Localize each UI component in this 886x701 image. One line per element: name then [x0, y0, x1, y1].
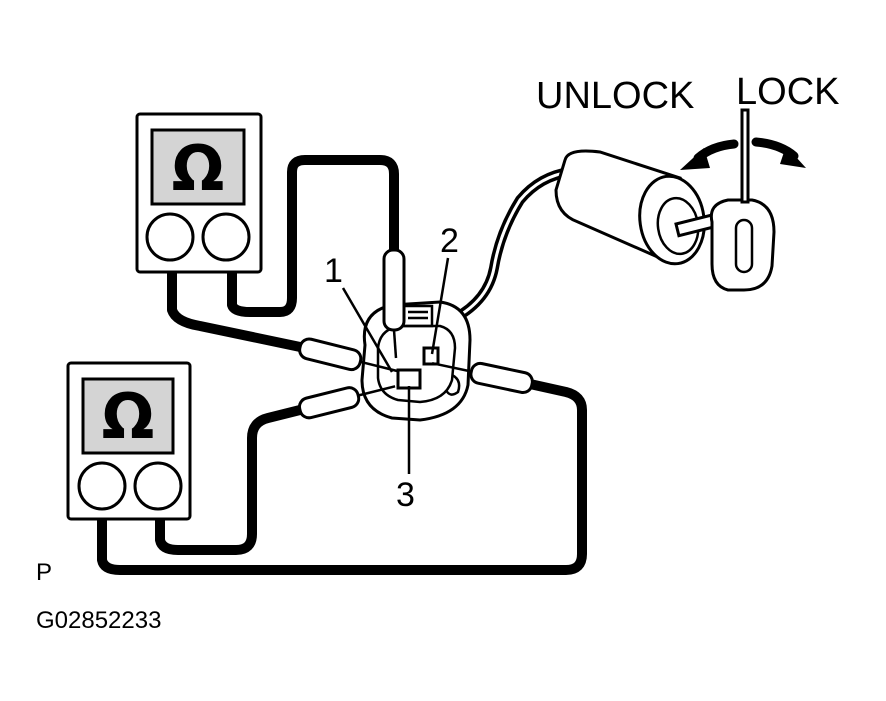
leader-lines	[341, 257, 450, 474]
ohmmeter-icon: Ω	[172, 132, 225, 205]
wires	[97, 155, 587, 575]
pin-2-label: 2	[440, 222, 459, 260]
rotation-arrow-icon	[680, 137, 806, 170]
pin-1-label: 1	[324, 252, 343, 290]
probe-top	[382, 248, 406, 359]
lower-ohmmeter: Ω	[66, 361, 192, 521]
upper-ohmmeter: Ω	[135, 112, 263, 274]
wire-lower-meter-to-pin3	[155, 405, 305, 555]
unlock-label: UNLOCK	[536, 75, 694, 117]
wire-upper-meter-to-pin2	[227, 155, 399, 317]
test-probes	[297, 248, 534, 420]
probe-pin3	[297, 385, 396, 420]
lock-cylinder	[554, 149, 724, 266]
pin-3-label: 3	[396, 476, 415, 514]
figure-code: G02852233	[36, 607, 161, 634]
position-label: P	[36, 559, 52, 586]
switch-harness-cable	[450, 167, 575, 323]
ohmmeter-icon: Ω	[102, 380, 155, 453]
lock-label: LOCK	[736, 71, 839, 113]
wire-upper-meter-to-pin1	[167, 263, 310, 353]
switch-connector	[360, 300, 472, 422]
wire-lower-meter-to-right-probe	[97, 379, 587, 575]
probe-pin1	[298, 337, 398, 373]
probe-right	[431, 361, 534, 395]
key-icon	[709, 108, 776, 292]
